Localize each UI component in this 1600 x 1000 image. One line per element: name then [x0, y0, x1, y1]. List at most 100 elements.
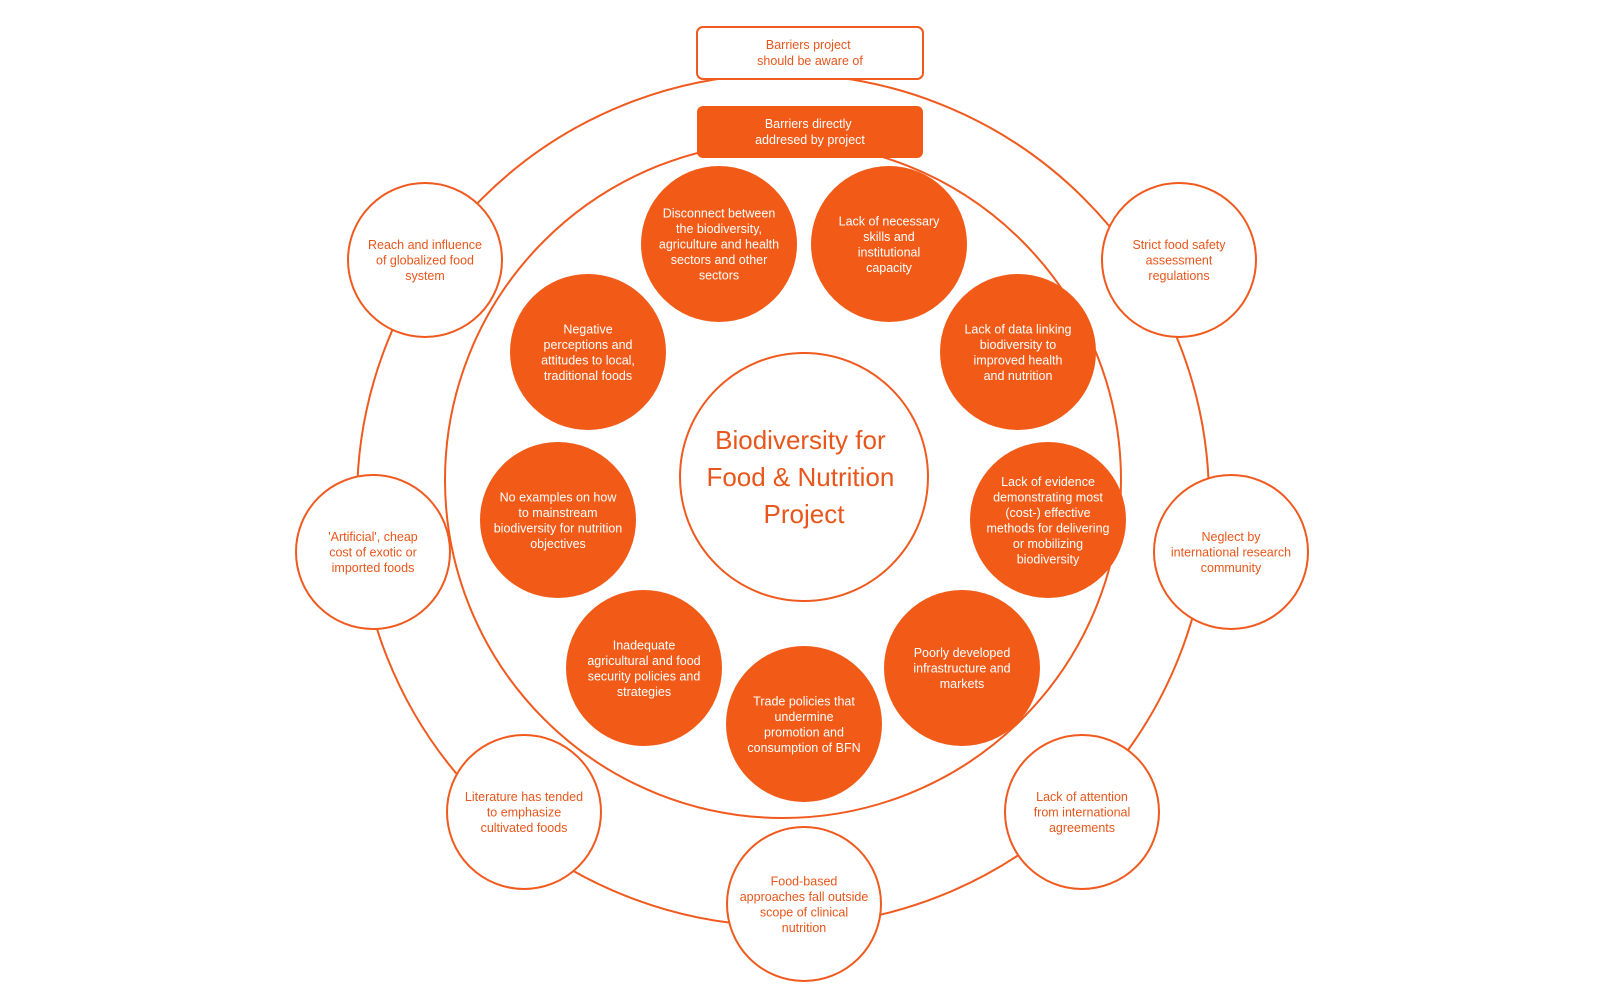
outer-barrier-label-line: imported foods — [332, 561, 415, 575]
inner-barrier-label-line: traditional foods — [544, 369, 632, 383]
inner-barrier-label-line: sectors — [699, 269, 739, 283]
legend-outer-box-shape — [696, 26, 924, 80]
inner-barrier-circle — [480, 442, 636, 598]
inner-barrier-label-line: improved health — [974, 353, 1063, 367]
inner-barrier-label-line: or mobilizing — [1013, 537, 1083, 551]
center-node: Biodiversity for Food & Nutrition Projec… — [679, 352, 929, 602]
outer-barrier-label-line: agreements — [1049, 821, 1115, 835]
outer-barrier-label-line: cultivated foods — [481, 821, 568, 835]
outer-barrier-label-line: Reach and influence — [368, 238, 482, 252]
outer-barrier-circle — [726, 826, 882, 982]
legend-inner-box: Barriers directly addresed by project — [697, 106, 923, 158]
inner-barrier-label-line: undermine — [774, 710, 833, 724]
legend-inner-label-line: Barriers directly — [765, 117, 853, 131]
outer-barrier-label-line: Neglect by — [1201, 530, 1261, 544]
inner-barrier-circle — [726, 646, 882, 802]
inner-barrier-label-line: (cost-) effective — [1005, 506, 1090, 520]
outer-barrier-label-line: scope of clinical — [760, 905, 848, 919]
center-title-line: Biodiversity for — [715, 425, 886, 455]
inner-barrier-label-line: sectors and other — [671, 253, 768, 267]
outer-barrier-label-line: Literature has tended — [465, 790, 583, 804]
outer-barrier-circle — [1153, 474, 1309, 630]
inner-barrier-label-line: Lack of evidence — [1001, 475, 1095, 489]
inner-barrier-label-line: to mainstream — [518, 506, 597, 520]
inner-barrier-label-line: promotion and — [764, 725, 844, 739]
outer-barrier-label-line: system — [405, 269, 445, 283]
outer-barrier-label-line: from international — [1034, 806, 1131, 820]
center-node-circle — [679, 352, 929, 602]
legend-outer-label-line: should be aware of — [757, 54, 863, 68]
inner-barrier-label-line: markets — [940, 677, 984, 691]
inner-barrier-circle — [884, 590, 1040, 746]
legend-inner-label: Barriers directly addresed by project — [755, 117, 865, 147]
inner-barrier-label-line: agriculture and health — [659, 238, 779, 252]
inner-barrier-label-line: skills and — [863, 230, 914, 244]
outer-barrier-circle — [347, 182, 503, 338]
inner-barrier-label-line: biodiversity for nutrition — [494, 521, 623, 535]
inner-barrier-label-line: biodiversity to — [980, 338, 1056, 352]
outer-barrier-label-line: cost of exotic or — [329, 546, 417, 560]
inner-barrier-label-line: strategies — [617, 685, 671, 699]
inner-barrier-label-line: No examples on how — [500, 490, 618, 504]
inner-barrier-circle — [566, 590, 722, 746]
center-title: Biodiversity for Food & Nutrition Projec… — [706, 425, 901, 529]
center-title-line: Project — [764, 499, 846, 529]
inner-barrier-label-line: consumption of BFN — [747, 741, 860, 755]
outer-barrier-label-line: 'Artificial', cheap — [328, 530, 418, 544]
inner-barrier-label-line: Lack of data linking — [964, 322, 1071, 336]
inner-barrier-circle — [940, 274, 1096, 430]
inner-barrier-label-line: capacity — [866, 261, 913, 275]
inner-barrier-circle — [811, 166, 967, 322]
inner-barrier-label-line: Inadequate — [613, 638, 676, 652]
inner-barrier-label-line: objectives — [530, 537, 586, 551]
inner-barrier-label-line: agricultural and food — [587, 654, 700, 668]
inner-barrier-label-line: perceptions and — [544, 338, 633, 352]
legend-outer-label-line: Barriers project — [766, 38, 851, 52]
outer-barrier-label-line: of globalized food — [376, 254, 474, 268]
inner-barrier-label-line: and nutrition — [984, 369, 1053, 383]
outer-barrier-label-line: Food-based — [771, 874, 838, 888]
outer-barrier-circle — [1004, 734, 1160, 890]
outer-barrier-label-line: to emphasize — [487, 806, 561, 820]
inner-barrier-label-line: Poorly developed — [914, 646, 1011, 660]
inner-barrier-circle — [641, 166, 797, 322]
inner-barrier-label-line: security policies and — [588, 669, 701, 683]
outer-barrier-label-line: Lack of attention — [1036, 790, 1128, 804]
legend-outer-box: Barriers project should be aware of — [696, 26, 924, 80]
outer-barrier-circle — [1101, 182, 1257, 338]
outer-barrier-circle — [446, 734, 602, 890]
outer-barrier-circle — [295, 474, 451, 630]
inner-barrier-label-line: biodiversity — [1017, 552, 1080, 566]
outer-barrier-label-line: Strict food safety — [1132, 238, 1226, 252]
